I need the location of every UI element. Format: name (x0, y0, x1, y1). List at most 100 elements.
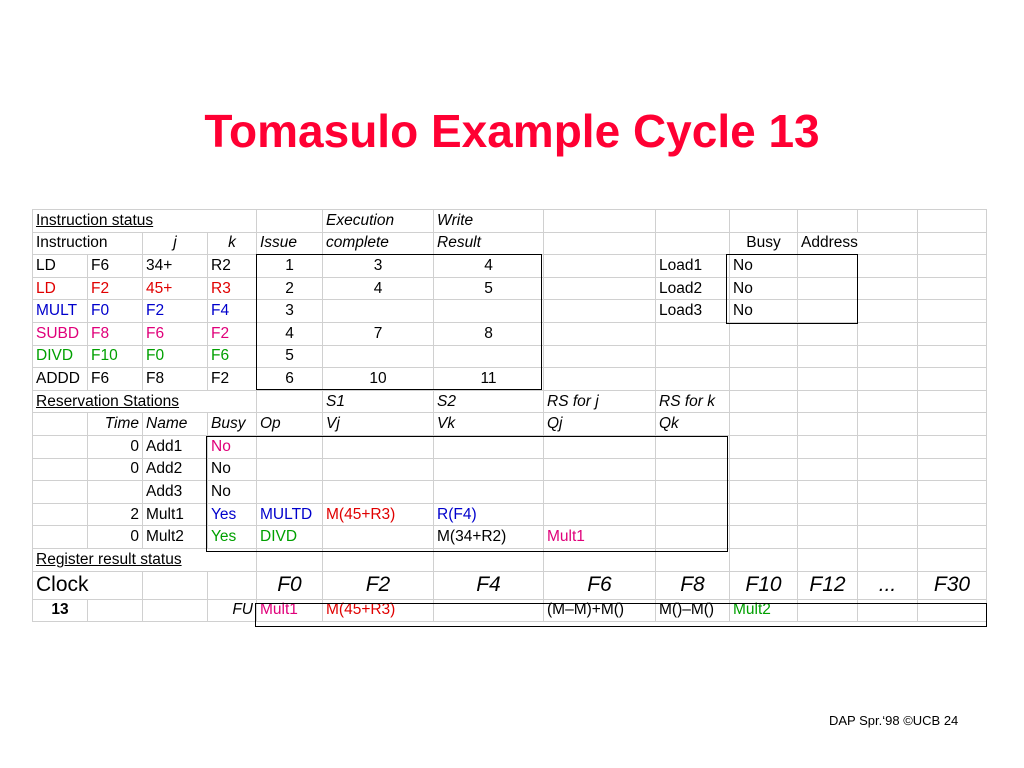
instr-header-row-2: Instruction j k Issue complete Result Bu… (32, 231, 987, 256)
rs-label: Reservation Stations (32, 389, 257, 414)
instr-row: ADDD F6 F8 F2 6 10 11 (32, 367, 987, 391)
address-header: Address (797, 231, 918, 256)
load-busy: No (729, 299, 798, 323)
load-name: Load2 (655, 276, 730, 301)
reg-names-row: Clock F0 F2 F4 F6 F8 F10 F12 ... F30 (32, 570, 987, 600)
rs-qk (655, 457, 730, 482)
rs-op (256, 480, 323, 504)
rs-qk (655, 480, 730, 504)
reg-value: M()–M() (655, 598, 730, 623)
rs-name: Mult2 (142, 525, 208, 549)
instr-row: LD F6 34+ R2 1 3 4 Load1 No (32, 254, 987, 278)
rs-qj (543, 434, 656, 459)
instr-dst: F6 (87, 367, 143, 391)
reg-name: F0 (256, 570, 323, 600)
instr-exec: 4 (322, 276, 434, 301)
reg-value (857, 598, 918, 623)
j-header: j (142, 231, 208, 256)
rs-qk (655, 525, 730, 549)
rs-busy: No (207, 480, 257, 504)
instr-write: 4 (433, 254, 544, 278)
clock-value: 13 (32, 598, 88, 623)
vj-header: Vj (322, 412, 434, 436)
instr-write: 5 (433, 276, 544, 301)
instr-issue: 6 (256, 367, 323, 391)
rs-qk (655, 434, 730, 459)
instr-op: ADDD (32, 367, 88, 391)
time-header: Time (87, 412, 143, 436)
instr-issue: 5 (256, 344, 323, 369)
s2-header: S2 (433, 389, 544, 414)
rs-qj (543, 457, 656, 482)
rs-qj: Mult1 (543, 525, 656, 549)
instr-j: F6 (142, 321, 208, 346)
instr-k: F4 (207, 299, 257, 323)
reg-value: Mult2 (729, 598, 798, 623)
instr-issue: 2 (256, 276, 323, 301)
reg-name: F6 (543, 570, 656, 600)
rs-header-row-2: Time Name Busy Op Vj Vk Qj Qk (32, 412, 987, 436)
instr-issue: 4 (256, 321, 323, 346)
reg-name: F30 (917, 570, 987, 600)
reg-header-row: Register result status (32, 547, 987, 572)
instr-dst: F6 (87, 254, 143, 278)
instr-j: F0 (142, 344, 208, 369)
instr-k: R2 (207, 254, 257, 278)
reg-name: ... (857, 570, 918, 600)
instr-j: F8 (142, 367, 208, 391)
instr-dst: F2 (87, 276, 143, 301)
reg-name: F2 (322, 570, 434, 600)
rs-name: Add3 (142, 480, 208, 504)
instr-op: LD (32, 276, 88, 301)
rs-time: 0 (87, 525, 143, 549)
load-name: Load1 (655, 254, 730, 278)
instr-row: DIVD F10 F0 F6 5 (32, 344, 987, 369)
load-busy: No (729, 254, 798, 278)
reg-name: F12 (797, 570, 858, 600)
rs-qj (543, 480, 656, 504)
instr-write (433, 344, 544, 369)
reg-value (797, 598, 858, 623)
instr-exec: 10 (322, 367, 434, 391)
slide-title: Tomasulo Example Cycle 13 (204, 105, 820, 157)
rs-vk: R(F4) (433, 502, 544, 527)
write-header: Write (433, 209, 544, 233)
rs-k-header: RS for k (655, 389, 730, 414)
instr-op: SUBD (32, 321, 88, 346)
reg-value (917, 598, 987, 623)
instr-write: 8 (433, 321, 544, 346)
instruction-header: Instruction (32, 231, 143, 256)
k-header: k (207, 231, 257, 256)
instr-row: LD F2 45+ R3 2 4 5 Load2 No (32, 276, 987, 301)
qj-header: Qj (543, 412, 656, 436)
rs-row: 2 Mult1 Yes MULTD M(45+R3) R(F4) (32, 502, 987, 527)
complete-header: complete (322, 231, 434, 256)
instr-k: F6 (207, 344, 257, 369)
instr-write: 11 (433, 367, 544, 391)
instr-write (433, 299, 544, 323)
instr-j: 45+ (142, 276, 208, 301)
reg-value: Mult1 (256, 598, 323, 623)
load-name: Load3 (655, 299, 730, 323)
instr-op: LD (32, 254, 88, 278)
instr-op: MULT (32, 299, 88, 323)
rs-qk (655, 502, 730, 527)
tomasulo-table: Instruction status Execution Write Instr… (32, 209, 987, 623)
rs-row: 0 Add1 No (32, 434, 987, 459)
rs-row: 0 Add2 No (32, 457, 987, 482)
reg-value: M(45+R3) (322, 598, 434, 623)
instr-k: F2 (207, 321, 257, 346)
rs-time (87, 480, 143, 504)
reg-name: F4 (433, 570, 544, 600)
execution-header: Execution (322, 209, 434, 233)
rs-vj (322, 434, 434, 459)
rs-time: 0 (87, 434, 143, 459)
rs-busy: No (207, 457, 257, 482)
instr-dst: F10 (87, 344, 143, 369)
instr-k: R3 (207, 276, 257, 301)
instr-dst: F0 (87, 299, 143, 323)
rs-vj: M(45+R3) (322, 502, 434, 527)
reg-value (433, 598, 544, 623)
rs-busy-header: Busy (207, 412, 257, 436)
fu-label: FU (207, 598, 257, 623)
